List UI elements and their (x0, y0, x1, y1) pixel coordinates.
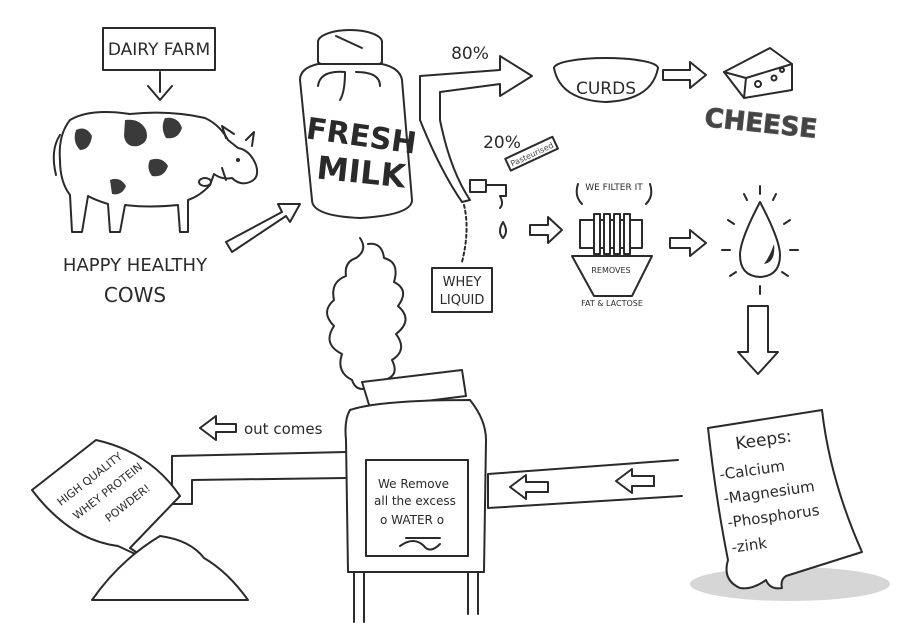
cheese-label: CHEESE (703, 103, 818, 145)
filter-title: WE FILTER IT (585, 183, 643, 193)
filter-removes: REMOVES (591, 266, 630, 275)
percent-curds: 80% (451, 44, 489, 64)
steam-cloud (326, 237, 407, 391)
whey-label-line2: LIQUID (440, 293, 485, 308)
curds-label: CURDS (576, 79, 636, 99)
cheese-wedge (723, 47, 793, 99)
milk-can: FRESH MILK (299, 29, 419, 219)
percent-whey: 20% (483, 133, 521, 153)
keeps-note: Keeps: -Calcium -Magnesium -Phosphorus -… (707, 409, 863, 590)
keeps-item-3: -zink (730, 534, 768, 557)
milk-label: MILK (315, 149, 409, 196)
whey-label-line1: WHEY (443, 275, 482, 290)
dryer-line2: all the excess (374, 494, 456, 508)
dryer-line1: We Remove (378, 477, 449, 491)
arrow-to-drop (669, 229, 707, 257)
water-drop-icon (721, 185, 799, 295)
arrow-to-milk (225, 203, 301, 253)
curds-bowl: CURDS (553, 57, 659, 103)
return-pipe (171, 451, 683, 509)
cows-label-line2: COWS (104, 283, 166, 307)
filter-removed-items: FAT & LACTOSE (581, 299, 643, 308)
arrow-to-filter (529, 216, 563, 244)
arrow-to-keeps (737, 305, 779, 375)
powder-pile (91, 535, 249, 601)
filter: WE FILTER IT REMOVES FAT & LACTOSE (571, 183, 653, 308)
whey-liquid-tag: WHEY LIQUID (431, 267, 493, 313)
speech-bubble: HIGH QUALITY WHEY PROTEIN POWDER! (31, 439, 181, 561)
cows-label-line1: HAPPY HEALTHY (63, 255, 208, 276)
dairy-farm-label: DAIRY FARM (108, 40, 210, 60)
dryer-line3: o WATER o (380, 513, 444, 527)
dairy-farm-sign: DAIRY FARM (102, 27, 216, 101)
out-comes-label: out comes (244, 420, 323, 438)
out-arrow-icon (199, 415, 237, 441)
dryer-machine: We Remove all the excess o WATER o (344, 369, 487, 623)
arrow-to-cheese (662, 61, 707, 89)
cow-illustration (52, 111, 259, 233)
